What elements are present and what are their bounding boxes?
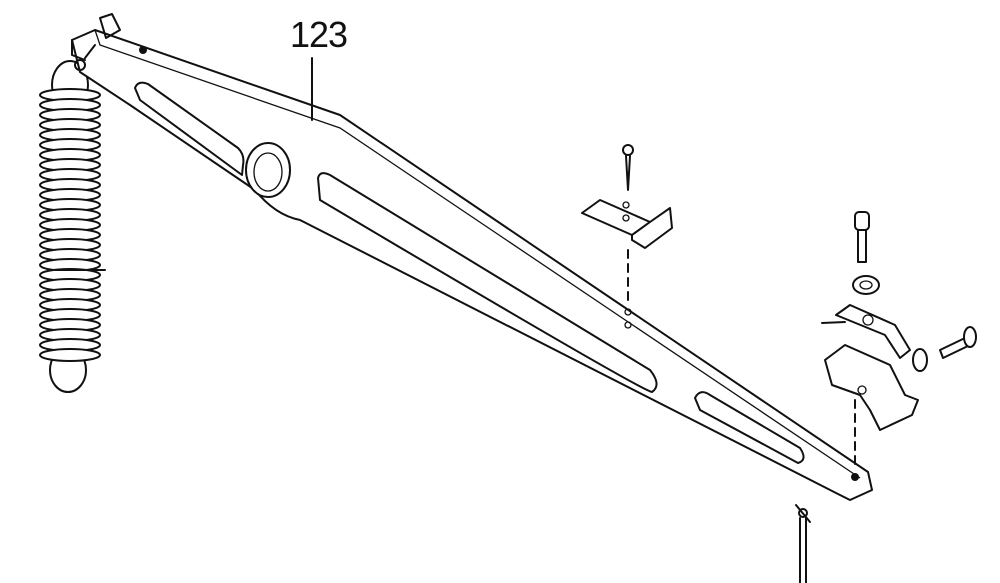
hinge-block <box>824 344 919 431</box>
spring-coil <box>39 348 101 362</box>
callout-label-arm: 123 <box>290 14 348 55</box>
slot <box>317 172 658 393</box>
bracket <box>581 199 673 249</box>
clip <box>821 304 911 359</box>
cap-screw <box>854 211 870 263</box>
washer <box>852 275 880 295</box>
arm <box>71 13 873 501</box>
slot <box>694 391 805 464</box>
bolt <box>939 326 977 359</box>
ring <box>912 348 928 372</box>
tension-spring <box>39 60 106 393</box>
pin <box>795 504 811 583</box>
hole <box>139 46 147 54</box>
wood-screw <box>622 144 634 191</box>
boss <box>245 142 291 198</box>
slot <box>134 81 245 176</box>
